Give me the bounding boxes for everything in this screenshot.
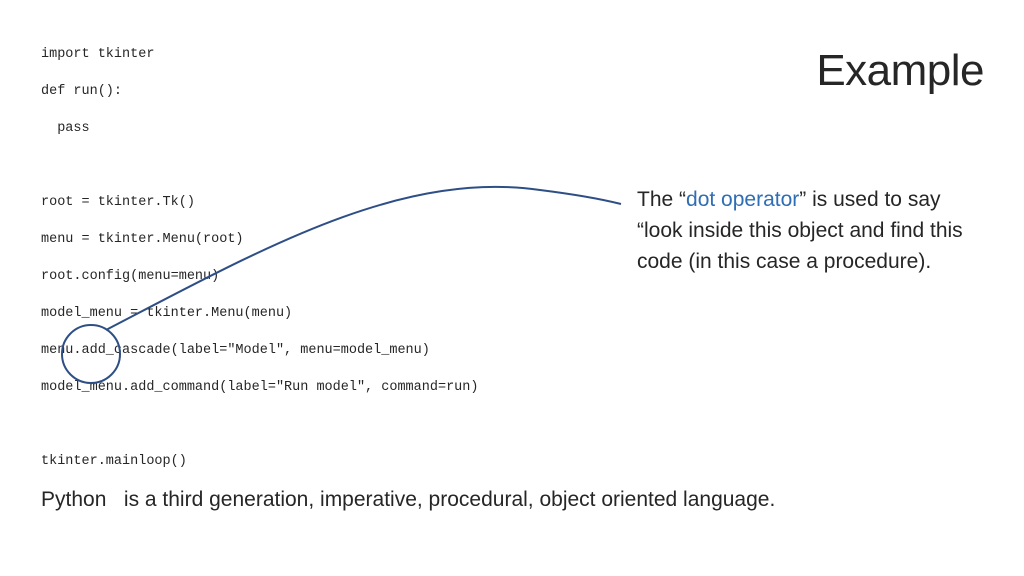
- code-line: def run():: [41, 84, 123, 99]
- callout-suffix: ” is used to say “look inside this objec…: [637, 188, 963, 273]
- code-line: tkinter.mainloop(): [41, 454, 187, 469]
- callout-prefix: The “: [637, 188, 687, 211]
- footer-term: Python: [41, 488, 107, 511]
- code-line: root = tkinter.Tk(): [41, 195, 195, 210]
- code-line: menu = tkinter.Menu(root): [41, 232, 244, 247]
- footer-statement: Python is a third generation, imperative…: [41, 488, 775, 512]
- slide-title: Example: [816, 46, 984, 95]
- code-line: import tkinter: [41, 47, 155, 62]
- callout-text: The “dot operator” is used to say “look …: [637, 184, 977, 277]
- footer-text: is a third generation, imperative, proce…: [123, 488, 776, 511]
- code-line: model_menu = tkinter.Menu(menu): [41, 306, 293, 321]
- code-line: model_menu.add_command(label="Run model"…: [41, 380, 479, 395]
- dot-operator-highlight: dot operator: [686, 188, 800, 211]
- code-line: pass: [41, 121, 90, 136]
- code-line: root.config(menu=menu): [41, 269, 220, 284]
- code-line: menu.add_cascade(label="Model", menu=mod…: [41, 343, 430, 358]
